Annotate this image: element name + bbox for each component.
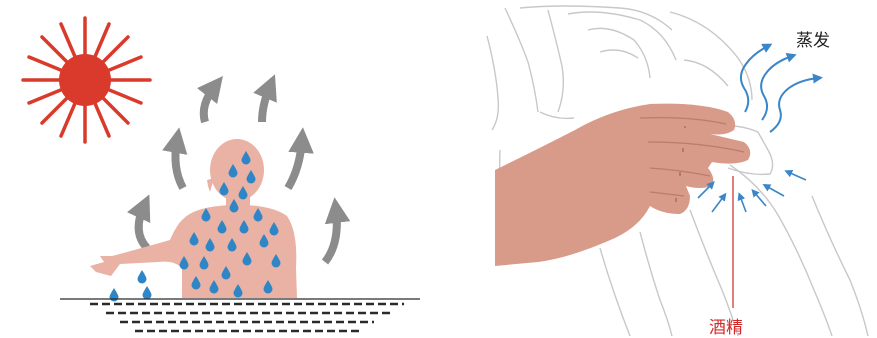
- evaporation-arrows: [741, 46, 818, 132]
- inward-arrow-icon: [754, 192, 766, 206]
- evaporation-arrow-icon: [741, 46, 768, 112]
- human-figure: [90, 139, 297, 298]
- heat-arrow-icon: [175, 140, 183, 188]
- inward-arrow-icon: [766, 186, 784, 196]
- sun-icon: [23, 18, 150, 142]
- evaporation-label: 蒸发: [796, 26, 830, 51]
- alcohol-label: 酒精: [709, 313, 743, 338]
- inward-arrows: [698, 172, 806, 212]
- heat-arrow-icon: [325, 210, 337, 262]
- inward-arrow-icon: [788, 172, 806, 180]
- sweat-drop-icon: [138, 270, 147, 284]
- evaporation-arrow-icon: [770, 78, 818, 132]
- heat-arrow-icon: [139, 206, 147, 248]
- inward-arrow-icon: [712, 196, 724, 212]
- alcohol-rub-panel: [487, 6, 868, 336]
- heat-arrow-icon: [262, 86, 270, 122]
- heat-arrow-icon: [288, 140, 302, 188]
- inward-arrow-icon: [740, 196, 746, 212]
- sweating-panel: [23, 18, 420, 331]
- ground-lines: [60, 299, 420, 331]
- sweat-drop-icon: [143, 286, 152, 300]
- evaporation-arrow-icon: [761, 56, 792, 120]
- heat-arrow-icon: [204, 86, 215, 122]
